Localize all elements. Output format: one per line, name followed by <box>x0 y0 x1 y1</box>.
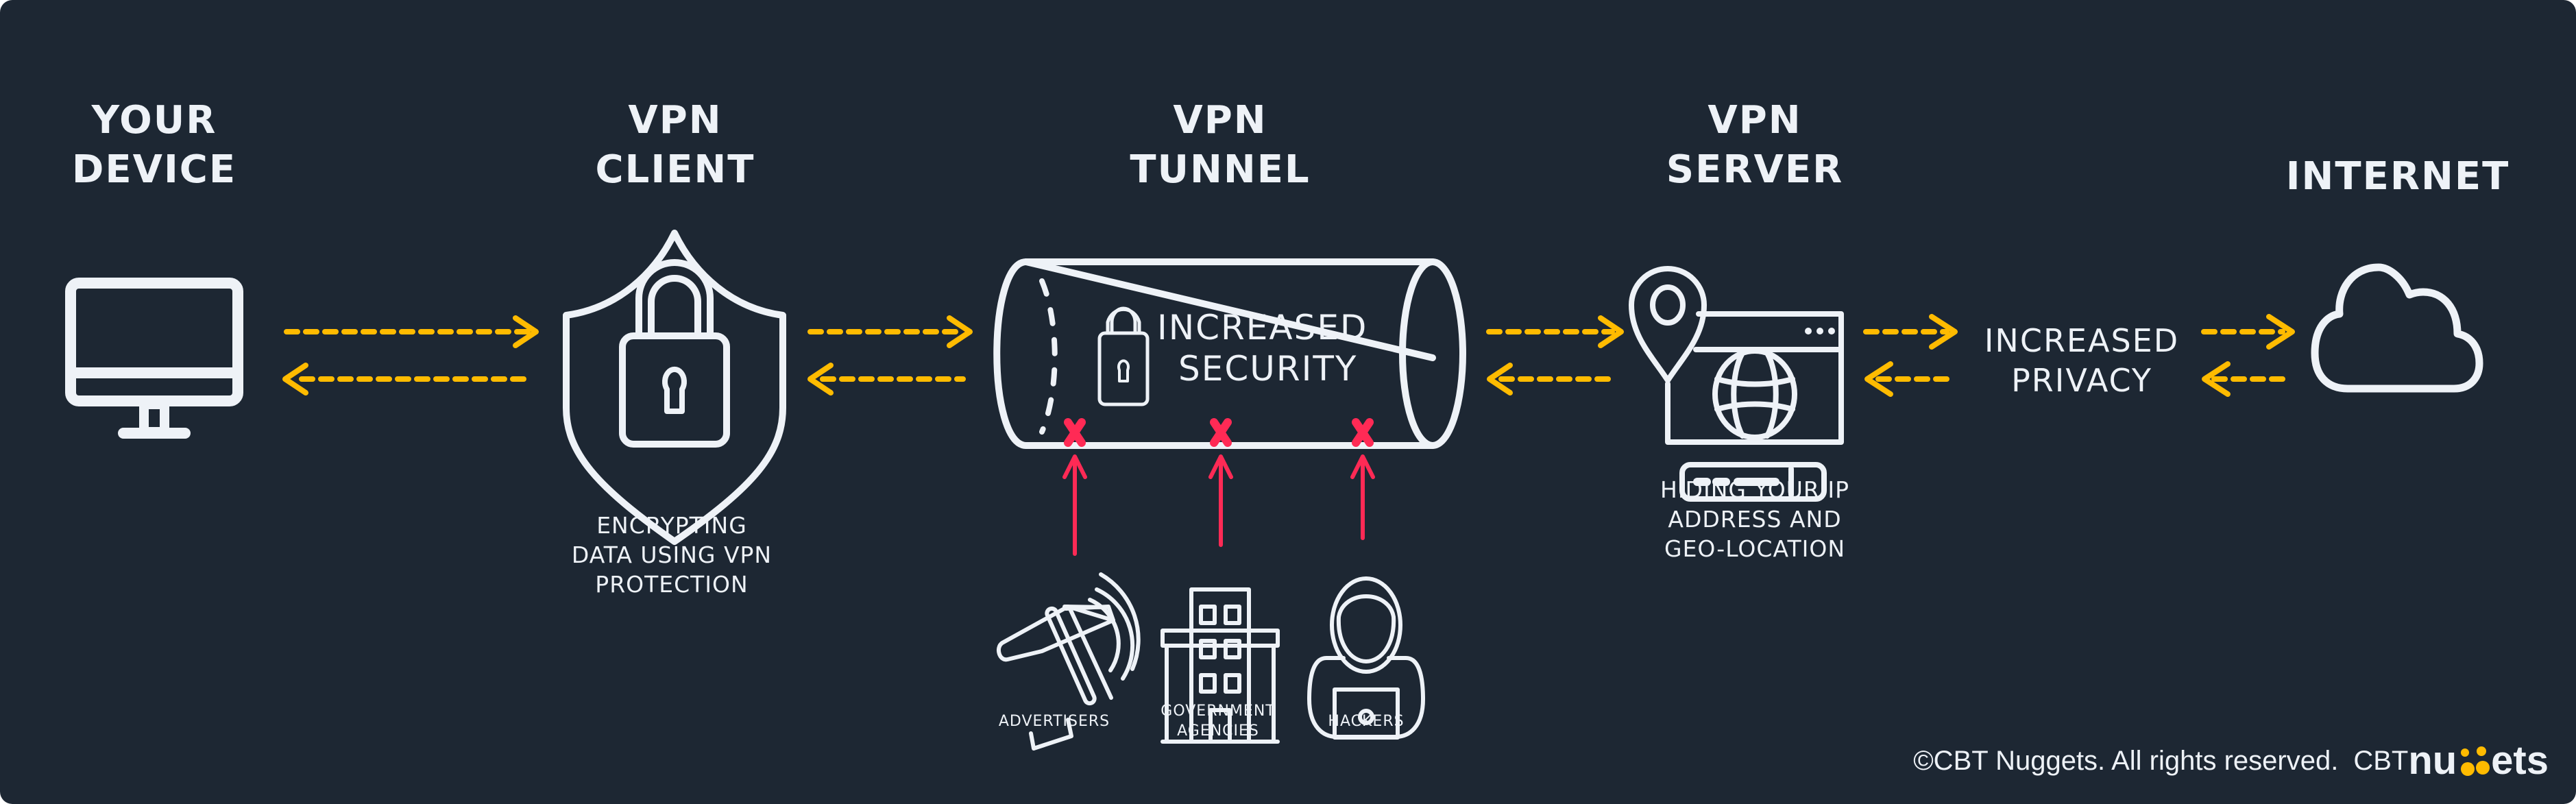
threat-label-hackers: HACKERS <box>1328 711 1404 731</box>
bidirectional-arrow <box>2201 314 2295 397</box>
cloud-icon <box>2311 263 2483 393</box>
blocked-x-icon <box>1352 418 1374 447</box>
title-line: VPN <box>1708 98 1802 143</box>
nugget-dots-icon <box>2461 746 2490 776</box>
title-line: SERVER <box>1666 147 1844 192</box>
copyright-text: ©CBT Nuggets. All rights reserved. <box>1913 745 2339 776</box>
title-line: YOUR <box>91 98 217 143</box>
threat-blockers <box>1062 418 1375 556</box>
caption-line: PROTECTION <box>595 571 749 598</box>
brand-name-a: nu <box>2408 738 2457 783</box>
title-vpn-tunnel: VPN TUNNEL <box>1130 96 1310 195</box>
title-internet: INTERNET <box>2286 152 2510 202</box>
brand-prefix: CBT <box>2353 745 2409 776</box>
bidirectional-arrow <box>1486 315 1624 395</box>
label-line: PRIVACY <box>2011 362 2152 399</box>
caption-line: GEO-LOCATION <box>1664 535 1846 562</box>
footer: ©CBT Nuggets. All rights reserved. CBT n… <box>1913 740 2549 781</box>
title-line: VPN <box>1173 98 1267 143</box>
label-line: INCREASED <box>1157 308 1368 348</box>
building-icon <box>1161 587 1280 744</box>
caption-vpn-server: HIDING YOUR IP ADDRESS AND GEO-LOCATION <box>1660 475 1849 563</box>
title-your-device: YOUR DEVICE <box>72 96 236 195</box>
shield-lock-icon <box>563 230 786 545</box>
threat-label-advertisers: ADVERTISERS <box>999 711 1110 731</box>
bidirectional-arrow <box>1863 314 1958 397</box>
bidirectional-arrow <box>807 315 973 395</box>
tunnel-security-label: INCREASED SECURITY <box>1157 307 1368 389</box>
server-location-globe-icon <box>1629 266 1844 502</box>
caption-line: ENCRYPTING <box>596 512 747 539</box>
megaphone-icon <box>996 572 1141 751</box>
monitor-icon <box>65 278 243 439</box>
brand-logo: CBT nu ets <box>2353 741 2549 781</box>
title-line: DEVICE <box>71 147 237 192</box>
label-line: AGENCIES <box>1177 722 1259 740</box>
threat-arrow <box>1350 454 1375 540</box>
label-line: ADVERTISERS <box>998 713 1110 730</box>
title-line: INTERNET <box>2285 154 2510 199</box>
title-vpn-server: VPN SERVER <box>1666 96 1843 195</box>
threat-arrow <box>1208 454 1233 547</box>
title-line: TUNNEL <box>1130 147 1311 192</box>
blocked-x-icon <box>1064 418 1086 447</box>
label-line: HACKERS <box>1328 713 1405 730</box>
label-line: GOVERNMENT <box>1161 703 1276 720</box>
threat-arrow <box>1062 454 1087 556</box>
caption-line: DATA USING VPN <box>571 541 773 568</box>
bidirectional-arrow <box>282 315 539 395</box>
caption-line: ADDRESS AND <box>1668 506 1842 533</box>
hooded-hacker-icon <box>1307 576 1425 740</box>
padlock-icon <box>1097 306 1150 406</box>
label-line: INCREASED <box>1984 322 2180 359</box>
title-line: CLIENT <box>595 147 755 192</box>
title-line: VPN <box>628 98 722 143</box>
increased-privacy-label: INCREASED PRIVACY <box>1984 321 2179 400</box>
caption-vpn-client: ENCRYPTING DATA USING VPN PROTECTION <box>572 511 772 599</box>
brand-name-b: ets <box>2491 738 2549 783</box>
blocked-x-icon <box>1210 418 1232 447</box>
caption-line: HIDING YOUR IP <box>1660 476 1849 503</box>
threat-label-government-agencies: GOVERNMENT AGENCIES <box>1161 701 1275 741</box>
title-vpn-client: VPN CLIENT <box>596 96 755 195</box>
label-line: SECURITY <box>1178 349 1358 389</box>
